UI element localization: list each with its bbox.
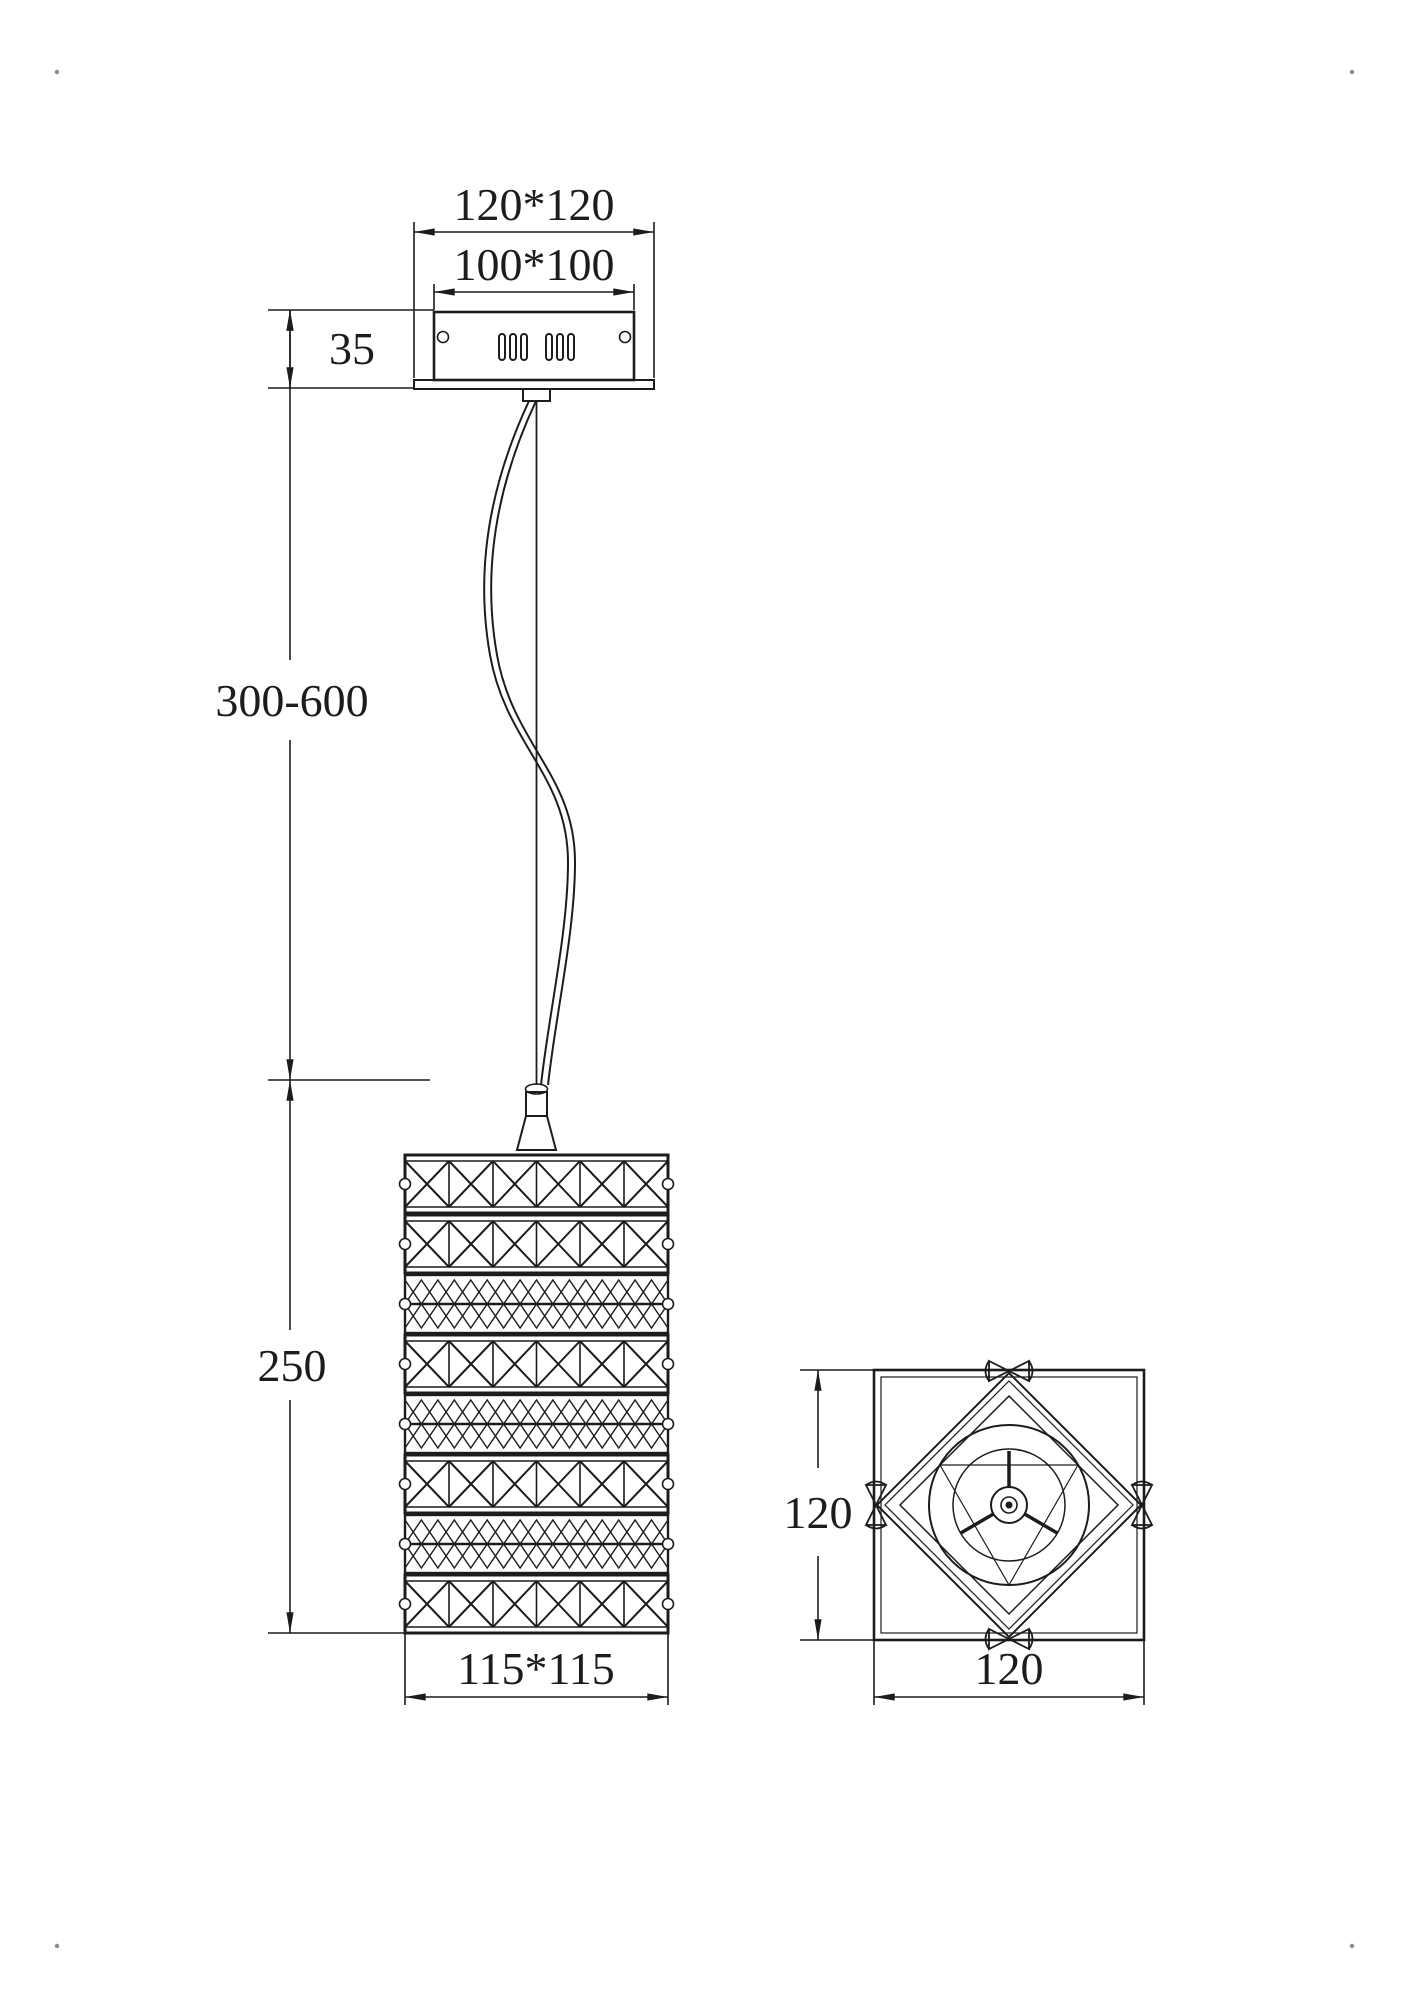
shade-footprint-label: 115*115 — [457, 1643, 615, 1694]
cable-curve-inner — [490, 400, 577, 1086]
top-view-inner-ring — [952, 1448, 1066, 1562]
dim-canopy-height: 35 — [268, 309, 434, 389]
top-view-hub — [990, 1486, 1028, 1524]
tick-lines — [800, 1369, 874, 1641]
lamp-holder — [511, 1083, 562, 1156]
dim-topview-width: 120 — [873, 1640, 1145, 1705]
dim-suspension-length: 300-600 — [215, 310, 430, 1081]
canopy-height-label: 35 — [329, 323, 375, 374]
suspension-length-label: 300-600 — [215, 675, 368, 726]
scan-artifact-dots — [54, 69, 1355, 1949]
topview-width-label: 120 — [975, 1643, 1044, 1694]
canopy-flange — [413, 379, 655, 390]
canopy-inner-label: 100*100 — [454, 239, 615, 290]
knot-ornament-right — [1131, 1480, 1153, 1530]
scan-artifact-dot — [54, 69, 60, 75]
top-view-center-dot — [1005, 1501, 1013, 1509]
scan-artifact-dot — [1349, 69, 1355, 75]
canopy-body — [432, 310, 636, 382]
shade-band — [398, 1573, 675, 1635]
top-view-diamond-inner — [898, 1394, 1120, 1616]
ceiling-canopy — [413, 310, 655, 402]
shade-band — [398, 1513, 675, 1575]
canopy-outer-label: 120*120 — [454, 179, 615, 230]
shade-band — [398, 1333, 675, 1395]
dim-shade-footprint: 115*115 — [404, 1633, 669, 1705]
shade-band — [398, 1453, 675, 1515]
dim-shade-height: 250 — [258, 1080, 405, 1634]
scan-artifact-dot — [54, 1943, 60, 1949]
extension-lines — [433, 284, 635, 310]
dim-canopy-inner: 100*100 — [433, 239, 635, 310]
shade-band — [398, 1153, 675, 1215]
topview-height-label: 120 — [784, 1487, 853, 1538]
canopy-vent-slots — [498, 333, 575, 361]
lamp-shade — [398, 1153, 675, 1635]
top-view-hub-inner — [1000, 1496, 1018, 1514]
dim-topview-height: 120 — [784, 1369, 874, 1641]
knot-ornament-left — [865, 1480, 887, 1530]
suspension-cable — [483, 400, 577, 1086]
top-view-spokes — [959, 1451, 1059, 1535]
cable-curve-outer — [483, 400, 570, 1086]
top-view-diamond-double — [884, 1380, 1134, 1630]
top-view-inner-square — [880, 1376, 1138, 1634]
extension-lines — [404, 1633, 669, 1705]
extension-lines — [413, 222, 655, 378]
shade-band — [398, 1393, 675, 1455]
top-view-diamond — [875, 1371, 1143, 1639]
top-view — [865, 1360, 1153, 1650]
shade-height-label: 250 — [258, 1340, 327, 1391]
canopy-cable-nipple — [522, 388, 551, 402]
shade-band — [398, 1213, 675, 1275]
shade-band — [398, 1273, 675, 1335]
canopy-screw-left — [436, 330, 450, 344]
dim-canopy-outer: 120*120 — [413, 179, 655, 378]
scan-artifact-dot — [1349, 1943, 1355, 1949]
canopy-screw-right — [618, 330, 632, 344]
